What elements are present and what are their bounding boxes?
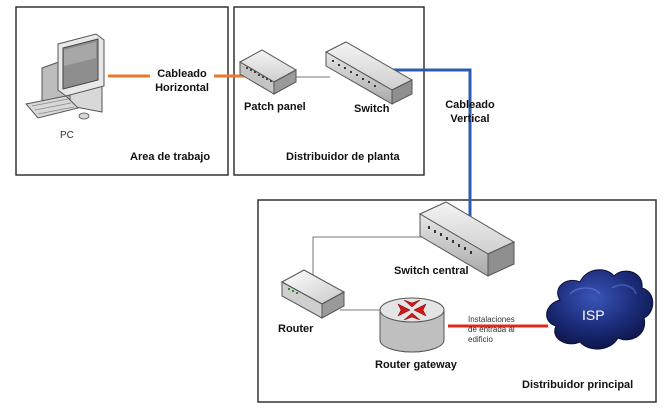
switch-icon bbox=[324, 41, 414, 105]
pc-label: PC bbox=[60, 130, 74, 141]
floor-distributor-label: Distribuidor de planta bbox=[286, 151, 401, 163]
isp-label: ISP bbox=[582, 307, 605, 323]
vertical-cabling-label-1: Cableado bbox=[445, 99, 495, 111]
horizontal-cabling-label-2: Horizontal bbox=[155, 82, 209, 94]
entrance-facilities-label-2: de entrada al bbox=[468, 325, 515, 334]
work-area-label: Area de trabajo bbox=[130, 151, 210, 163]
vertical-cabling-label-2: Vertical bbox=[450, 113, 489, 125]
central-to-router-cable bbox=[312, 236, 426, 278]
switch-central-icon bbox=[418, 201, 516, 277]
switch-label: Switch bbox=[354, 103, 390, 115]
pc-computer-icon bbox=[25, 33, 105, 120]
router-gateway-icon bbox=[379, 297, 445, 353]
router-gateway-label: Router gateway bbox=[375, 359, 458, 371]
main-distributor-label: Distribuidor principal bbox=[522, 379, 633, 391]
isp-cloud-icon bbox=[546, 269, 654, 350]
router-label: Router bbox=[278, 323, 314, 335]
patch-panel-label: Patch panel bbox=[244, 101, 306, 113]
vertical-cable bbox=[392, 68, 472, 230]
router-icon bbox=[280, 269, 346, 319]
patch-panel-icon bbox=[238, 49, 298, 95]
switch-central-label: Switch central bbox=[394, 265, 469, 277]
entrance-facilities-label-1: Instalaciones bbox=[468, 315, 515, 324]
horizontal-cabling-label-1: Cableado bbox=[157, 68, 207, 80]
entrance-facilities-label-3: edificio bbox=[468, 335, 493, 344]
